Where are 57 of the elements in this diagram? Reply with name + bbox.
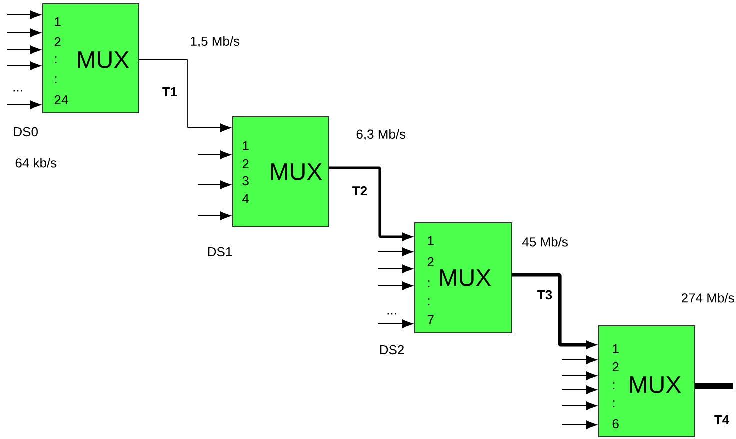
rate-label: 1,5 Mb/s — [191, 36, 240, 48]
input-arrow — [198, 180, 232, 190]
port-number: 2 — [54, 37, 61, 47]
mux-label: MUX — [630, 376, 682, 394]
port-number: 1 — [243, 142, 249, 150]
input-arrow — [562, 402, 598, 410]
port-number: 1 — [55, 18, 61, 26]
port-number: 1 — [613, 344, 619, 354]
input-arrow — [562, 386, 598, 394]
port-number: 4 — [242, 194, 250, 204]
port-number: : — [55, 56, 57, 64]
input-arrow — [378, 264, 414, 274]
ellipsis: ... — [14, 90, 22, 92]
port-number: 7 — [428, 316, 434, 324]
port-number: : — [428, 298, 430, 306]
input-arrow — [6, 46, 42, 54]
port-number: : — [428, 280, 430, 288]
mux-label: MUX — [440, 270, 492, 286]
edge-label: T4 — [713, 414, 731, 426]
port-number: 2 — [428, 257, 434, 267]
rate-label: 6,3 Mb/s — [356, 129, 406, 141]
port-number: 2 — [612, 362, 619, 372]
mux-label: MUX — [271, 164, 322, 180]
port-number: : — [613, 400, 615, 408]
ellipsis: ... — [388, 313, 396, 315]
port-number: : — [55, 76, 57, 84]
input-arrow — [198, 150, 232, 160]
edge-label: T3 — [536, 289, 554, 301]
input-arrow — [562, 356, 598, 364]
port-number: 3 — [242, 176, 249, 186]
signal-label: DS2 — [380, 345, 404, 355]
rate-label: 64 kb/s — [16, 158, 57, 168]
input-arrow — [562, 372, 598, 380]
signal-label: DS0 — [14, 127, 38, 137]
connector-arrow — [512, 273, 598, 350]
input-arrow — [6, 28, 42, 38]
signal-label: DS1 — [208, 247, 232, 257]
rate-label: 274 Mb/s — [682, 293, 734, 303]
input-arrow — [6, 62, 42, 70]
edge-label: T2 — [351, 185, 369, 197]
input-arrow — [378, 282, 414, 290]
port-number: 2 — [242, 159, 249, 169]
mux-label: MUX — [78, 52, 130, 68]
connector-arrow — [330, 166, 414, 242]
output-line — [696, 383, 733, 389]
port-number: : — [613, 382, 615, 390]
port-number: 6 — [612, 419, 619, 429]
edge-label: T1 — [161, 86, 179, 98]
input-arrow — [6, 10, 42, 20]
connector-arrow — [139, 60, 232, 132]
port-number: 1 — [428, 236, 434, 246]
input-arrow — [562, 420, 598, 430]
input-arrow — [6, 100, 42, 110]
input-arrow — [198, 212, 232, 220]
input-arrow — [378, 248, 414, 256]
port-number: 24 — [54, 95, 68, 105]
input-arrow — [378, 320, 414, 328]
